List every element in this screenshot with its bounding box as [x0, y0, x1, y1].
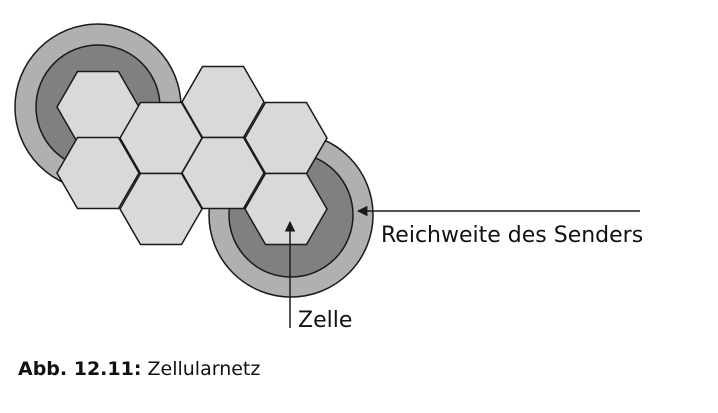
figure-caption: Abb. 12.11: Zellularnetz [18, 358, 260, 380]
hexagon-cells [56, 65, 328, 246]
figure-number: Abb. 12.11: [18, 358, 142, 380]
cell-label: Zelle [298, 308, 352, 333]
hexagon-cell [119, 172, 203, 246]
hexagon-cell [56, 136, 140, 210]
figure-title: Zellularnetz [147, 358, 261, 380]
range-label: Reichweite des Senders [381, 223, 643, 248]
hexagon-cell [244, 172, 328, 246]
